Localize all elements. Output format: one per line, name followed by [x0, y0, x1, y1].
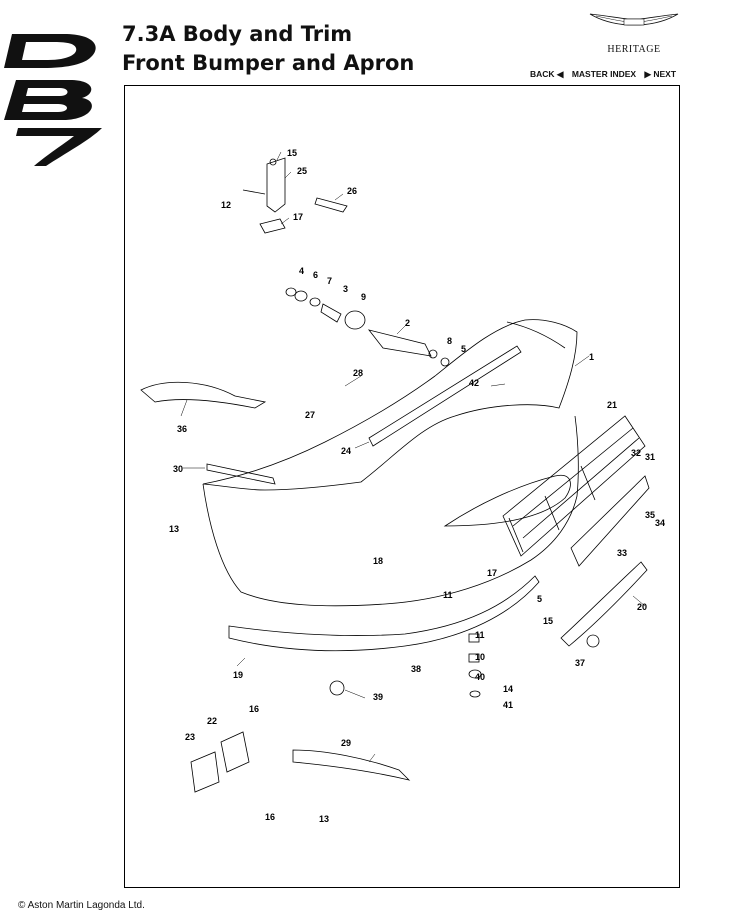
nut-11: [468, 633, 480, 643]
part-40: [468, 669, 482, 679]
callout-18: 18: [373, 556, 383, 566]
callout-35: 35: [645, 510, 655, 520]
callout-26: 26: [347, 186, 357, 196]
callout-33: 33: [617, 548, 627, 558]
callout-15: 15: [543, 616, 553, 626]
brand-block: HERITAGE: [586, 10, 682, 55]
strip-26: [314, 197, 348, 213]
callout-1: 1: [589, 352, 594, 362]
foglamp-37: [586, 634, 600, 648]
callout-29: 29: [341, 738, 351, 748]
nut-10: [468, 653, 480, 663]
master-index-link[interactable]: MASTER INDEX: [571, 69, 637, 79]
bracket-23: [190, 751, 220, 793]
callout-39: 39: [373, 692, 383, 702]
callout-8: 8: [447, 336, 452, 346]
aston-martin-wings-logo: [589, 13, 679, 26]
plate-17: [259, 218, 286, 234]
callout-38: 38: [411, 664, 421, 674]
callout-30: 30: [173, 464, 183, 474]
callout-40: 40: [475, 672, 485, 682]
callout-4: 4: [299, 266, 304, 276]
callout-34: 34: [655, 518, 665, 528]
duct-36: [140, 381, 267, 409]
navigation-bar: BACK ◀ MASTER INDEX ▶ NEXT: [530, 69, 682, 80]
bumper-lower: [202, 415, 579, 607]
washer-8: [428, 349, 438, 359]
bumper-edge: [506, 321, 566, 349]
callout-16: 16: [265, 812, 275, 822]
back-link[interactable]: BACK ◀: [530, 69, 564, 79]
clip-39: [329, 680, 345, 696]
callout-31: 31: [645, 452, 655, 462]
page-subtitle: Front Bumper and Apron: [122, 51, 415, 75]
bush-9: [344, 310, 366, 330]
callout-2: 2: [405, 318, 410, 328]
callout-22: 22: [207, 716, 217, 726]
callout-14: 14: [503, 684, 513, 694]
strip-29: [292, 749, 411, 781]
strip-24: [368, 345, 522, 447]
washer-4: [285, 287, 297, 297]
callout-5: 5: [537, 594, 542, 604]
bracket-25: [266, 157, 286, 213]
callout-21: 21: [607, 400, 617, 410]
washer-6: [294, 290, 308, 302]
callout-13: 13: [319, 814, 329, 824]
db7-logo: [4, 34, 102, 166]
title-block: 7.3A Body and Trim Front Bumper and Apro…: [122, 20, 414, 78]
callout-13: 13: [169, 524, 179, 534]
bumper-upper: [202, 319, 578, 491]
panel-31: [570, 475, 650, 567]
callout-5: 5: [461, 344, 466, 354]
plate-30: [206, 463, 276, 485]
callout-23: 23: [185, 732, 195, 742]
callout-6: 6: [313, 270, 318, 280]
callout-32: 32: [631, 448, 641, 458]
mesh-grille-20: [560, 561, 648, 647]
callout-16: 16: [249, 704, 259, 714]
callout-11: 11: [443, 590, 453, 600]
absorber-2: [367, 329, 432, 357]
callout-19: 19: [233, 670, 243, 680]
callout-9: 9: [361, 292, 366, 302]
apron-19: [228, 575, 540, 652]
nut-15: [269, 158, 277, 166]
callout-25: 25: [297, 166, 307, 176]
callout-15: 15: [287, 148, 297, 158]
grille-21: [502, 415, 646, 557]
callout-24: 24: [341, 446, 351, 456]
bracket-22: [220, 731, 250, 773]
callout-10: 10: [475, 652, 485, 662]
bolt-12: [242, 189, 266, 195]
copyright-notice: © Aston Martin Lagonda Ltd.: [18, 900, 145, 911]
washer-14: [469, 690, 481, 698]
callout-36: 36: [177, 424, 187, 434]
heritage-label: HERITAGE: [607, 44, 661, 55]
grille-mesh: [508, 427, 640, 553]
callout-7: 7: [327, 276, 332, 286]
washer-7: [309, 297, 321, 307]
callout-28: 28: [353, 368, 363, 378]
callout-11: 11: [475, 630, 485, 640]
next-link[interactable]: ▶ NEXT: [644, 69, 677, 79]
callout-41: 41: [503, 700, 513, 710]
callout-3: 3: [343, 284, 348, 294]
callout-17: 17: [487, 568, 497, 578]
spring-3: [320, 303, 342, 323]
callout-20: 20: [637, 602, 647, 612]
nut-5: [440, 357, 450, 367]
page-title: 7.3A Body and Trim: [122, 22, 353, 46]
callout-42: 42: [469, 378, 479, 388]
callout-17: 17: [293, 212, 303, 222]
callout-37: 37: [575, 658, 585, 668]
callout-12: 12: [221, 200, 231, 210]
air-intake: [443, 474, 571, 527]
callout-27: 27: [305, 410, 315, 420]
